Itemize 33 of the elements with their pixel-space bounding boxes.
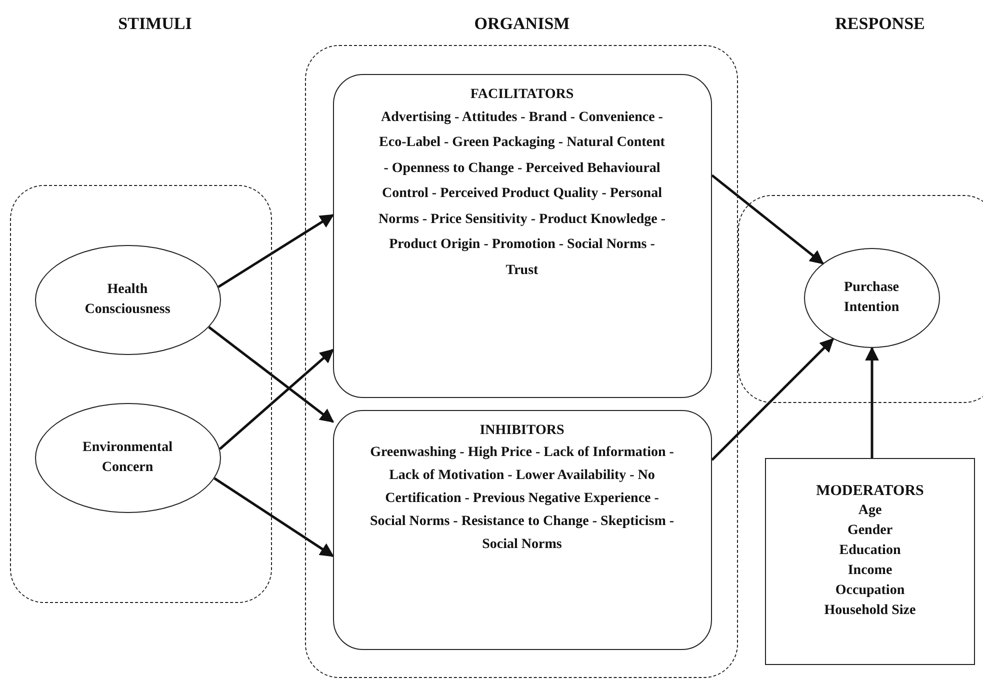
moderator-item: Education [838,542,902,560]
moderator-item: Household Size [823,602,917,620]
box-heading: INHIBITORS [478,422,566,440]
ellipse-node [34,244,220,354]
box-heading: MODERATORS [815,482,925,501]
factor-list: Advertising - Attitudes - Brand - Convenience - Eco-Label - Green Packaging - Natural Content - Openness to Change - Perceived Behavioural Control - Perceived Product Quality - Personal Norms - Price Sensitivity - Product Knowledge - Product Origin - Promotion - Social Norms - Trust [377,104,667,283]
ellipse-node [804,248,940,348]
moderator-item: Income [846,562,894,580]
dashed-group-frame [738,195,983,403]
rounded-box [332,410,712,650]
moderator-box [765,458,975,665]
dashed-group-frame [305,45,738,678]
moderator-item: Occupation [834,582,906,600]
rounded-box [332,74,712,398]
column-heading: ORGANISM [474,14,570,34]
node-label: Health Consciousness [84,280,172,318]
arrow [218,348,334,450]
dashed-group-frame [10,185,272,603]
arrow [218,214,334,288]
node-label: Environmental Concern [82,438,174,476]
box-heading: FACILITATORS [469,86,575,104]
column-heading: RESPONSE [835,14,925,34]
node-label: Purchase Intention [842,278,900,316]
arrow [711,174,824,264]
arrow [865,346,879,458]
arrow [214,477,334,558]
moderator-item: Gender [846,522,894,540]
ellipse-node [34,402,220,512]
factor-list: Greenwashing - High Price - Lack of Information - Lack of Motivation - Lower Availability - No Certification - Previous Negative Experience - Social Norms - Resistance to Change - Skepticism - Social Norms [370,440,674,556]
arrow [711,338,834,461]
column-heading: STIMULI [118,14,192,34]
moderator-item: Age [857,502,883,520]
arrow [208,326,334,423]
